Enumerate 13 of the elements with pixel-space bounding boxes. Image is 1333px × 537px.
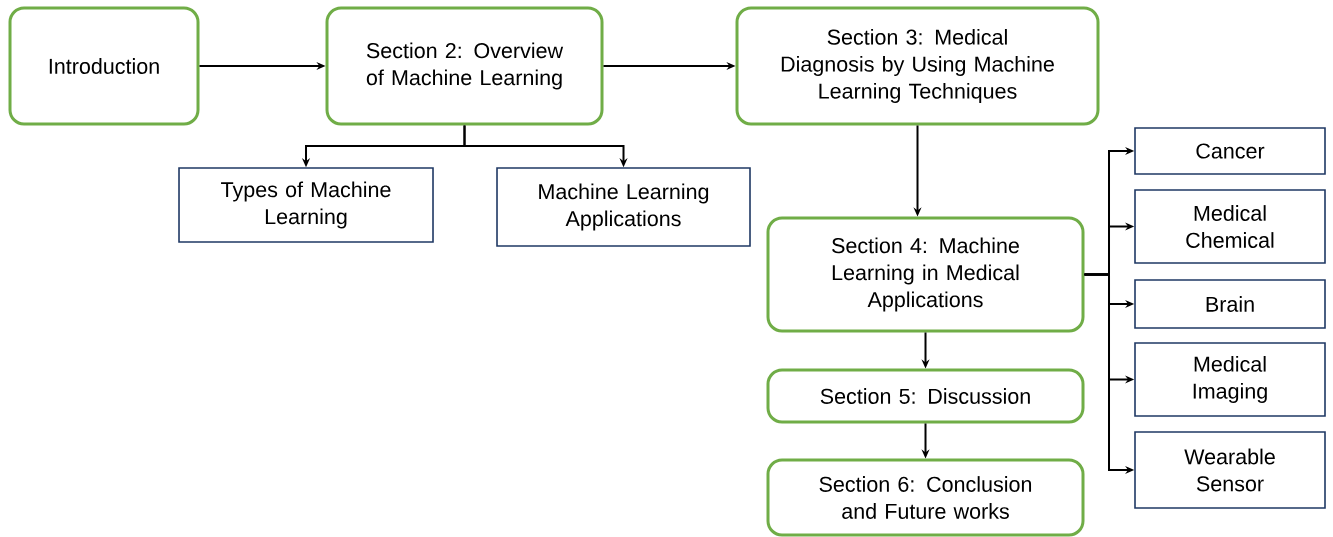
topic-box: Machine Learning Applications	[496, 167, 751, 247]
section-box: Section 2: Overview of Machine Learning	[325, 6, 604, 126]
topic-box: Wearable Sensor	[1134, 431, 1326, 509]
section-box: Section 4: Machine Learning in Medical Applications	[766, 216, 1085, 333]
topic-box: Medical Chemical	[1134, 189, 1326, 264]
topic-box: Medical Imaging	[1134, 342, 1326, 417]
topic-box: Cancer	[1134, 127, 1326, 175]
section-box: Introduction	[8, 6, 200, 126]
section-box: Section 3: Medical Diagnosis by Using Machine Learning Techniques	[735, 6, 1100, 126]
section-box: Section 5: Discussion	[766, 368, 1085, 424]
section-box: Section 6: Conclusion and Future works	[766, 458, 1085, 537]
topic-box: Types of Machine Learning	[178, 167, 434, 243]
topic-box: Brain	[1134, 279, 1326, 329]
